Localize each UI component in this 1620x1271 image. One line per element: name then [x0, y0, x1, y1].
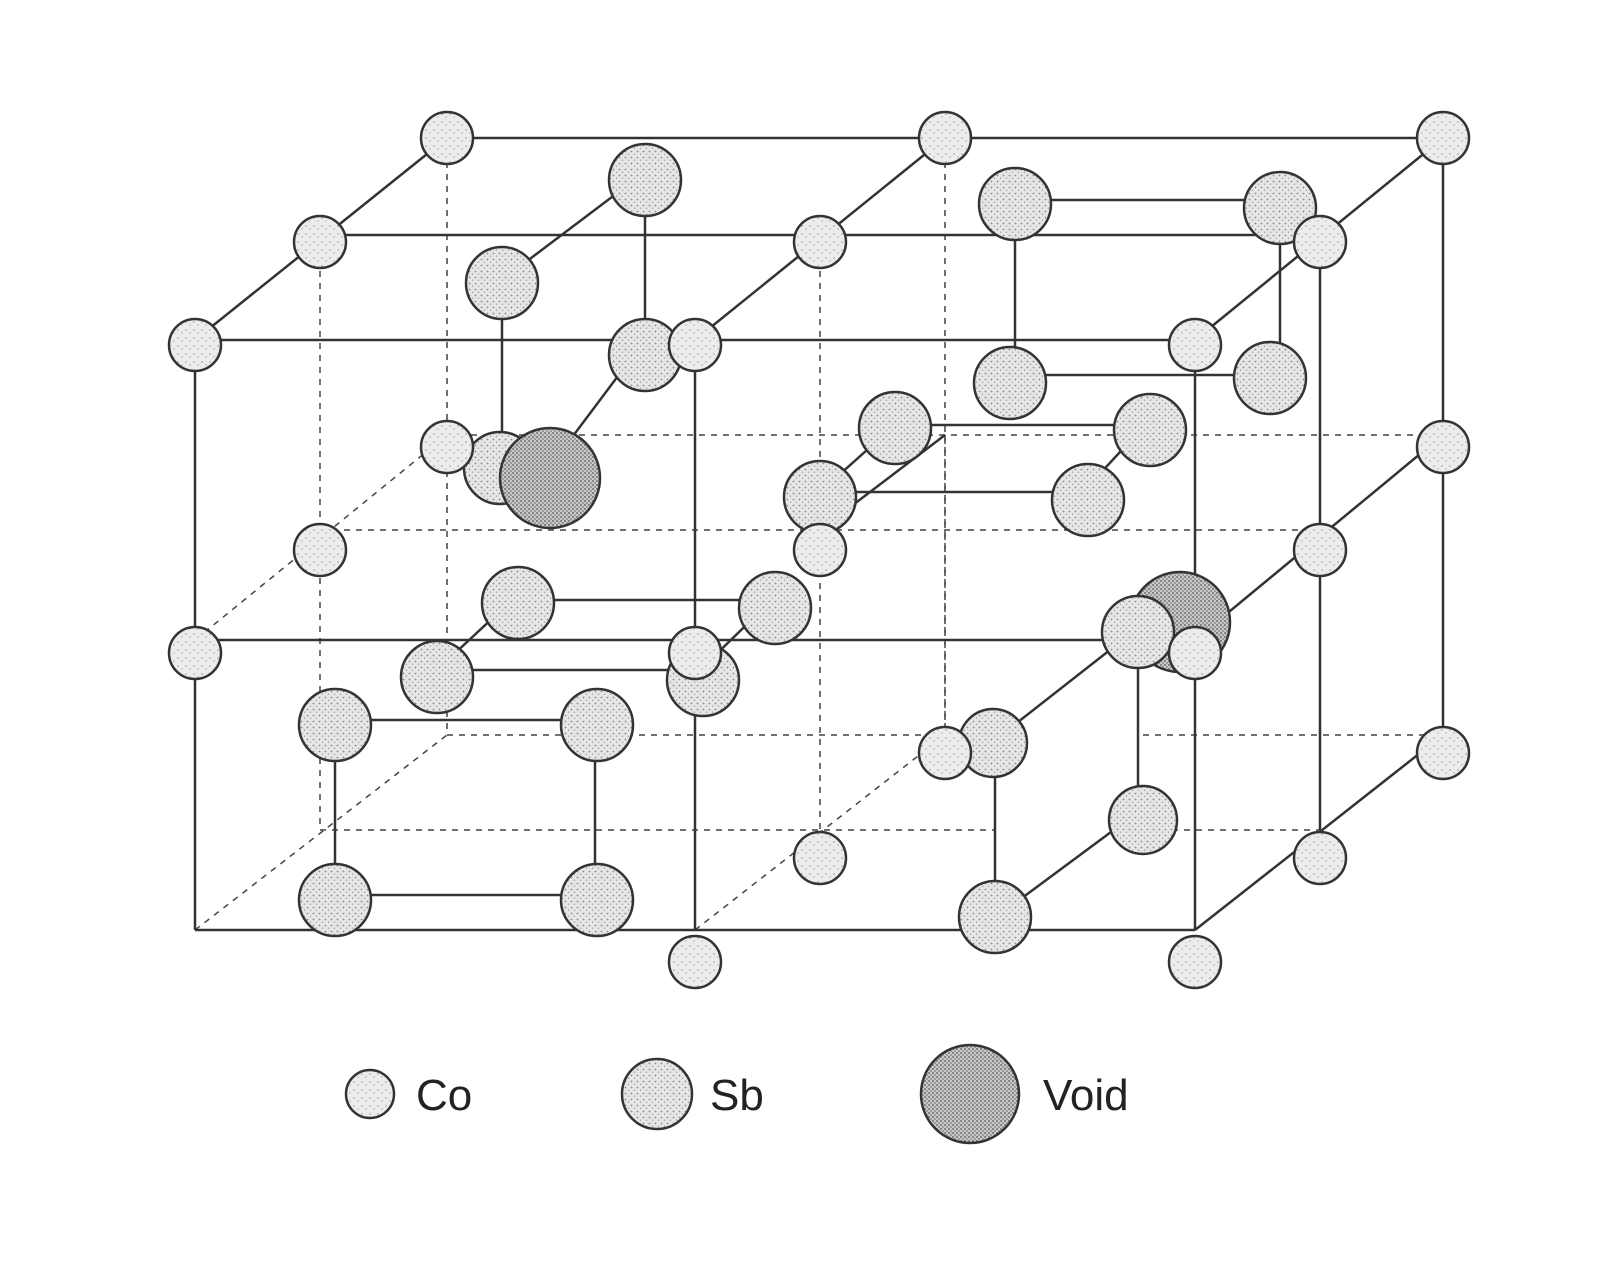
co-atom: [294, 524, 346, 576]
co-atom-icon: [346, 1070, 394, 1118]
sb-atom: [784, 461, 856, 533]
legend-item-sb: Sb: [622, 1059, 764, 1129]
void-atom: [500, 428, 600, 528]
legend-label-sb: Sb: [710, 1071, 764, 1120]
sb-atom: [609, 144, 681, 216]
sb-atom: [1234, 342, 1306, 414]
co-atom: [669, 319, 721, 371]
sb-atom: [1052, 464, 1124, 536]
co-atom: [794, 216, 846, 268]
co-atom: [794, 524, 846, 576]
co-atom: [1169, 627, 1221, 679]
co-atom: [294, 216, 346, 268]
sb-atom: [401, 641, 473, 713]
sb-atom: [299, 864, 371, 936]
co-atom: [1169, 936, 1221, 988]
co-atom: [919, 112, 971, 164]
sb-atom-icon: [622, 1059, 692, 1129]
co-atom: [1417, 112, 1469, 164]
co-atom: [421, 421, 473, 473]
co-atom: [669, 936, 721, 988]
legend-label-co: Co: [416, 1071, 472, 1120]
co-atom: [1294, 216, 1346, 268]
co-atom: [1417, 421, 1469, 473]
sb-square-face: [995, 628, 1138, 918]
sb-atom: [959, 881, 1031, 953]
co-atom: [169, 627, 221, 679]
co-atom: [919, 727, 971, 779]
sb-atom: [561, 689, 633, 761]
co-atom: [669, 627, 721, 679]
sb-atom: [739, 572, 811, 644]
sb-atom: [299, 689, 371, 761]
void-icon: [921, 1045, 1019, 1143]
co-atom: [1169, 319, 1221, 371]
co-atom: [1294, 524, 1346, 576]
co-atom: [1417, 727, 1469, 779]
legend-item-void: Void: [921, 1045, 1129, 1143]
sb-atom: [979, 168, 1051, 240]
sb-atom: [466, 247, 538, 319]
sb-atom: [859, 392, 931, 464]
co-atom: [421, 112, 473, 164]
sb-atom: [482, 567, 554, 639]
sb-atom: [974, 347, 1046, 419]
legend-item-co: Co: [346, 1070, 472, 1120]
sb-atom: [1109, 786, 1177, 854]
sb-atom: [561, 864, 633, 936]
sb-atom: [1114, 394, 1186, 466]
sb-atom: [1102, 596, 1174, 668]
co-atom: [1294, 832, 1346, 884]
legend-label-void: Void: [1043, 1071, 1129, 1120]
co-atom: [794, 832, 846, 884]
legend: Co Sb Void: [346, 1045, 1129, 1143]
co-atom: [169, 319, 221, 371]
sb-atoms-front: [1102, 596, 1174, 668]
